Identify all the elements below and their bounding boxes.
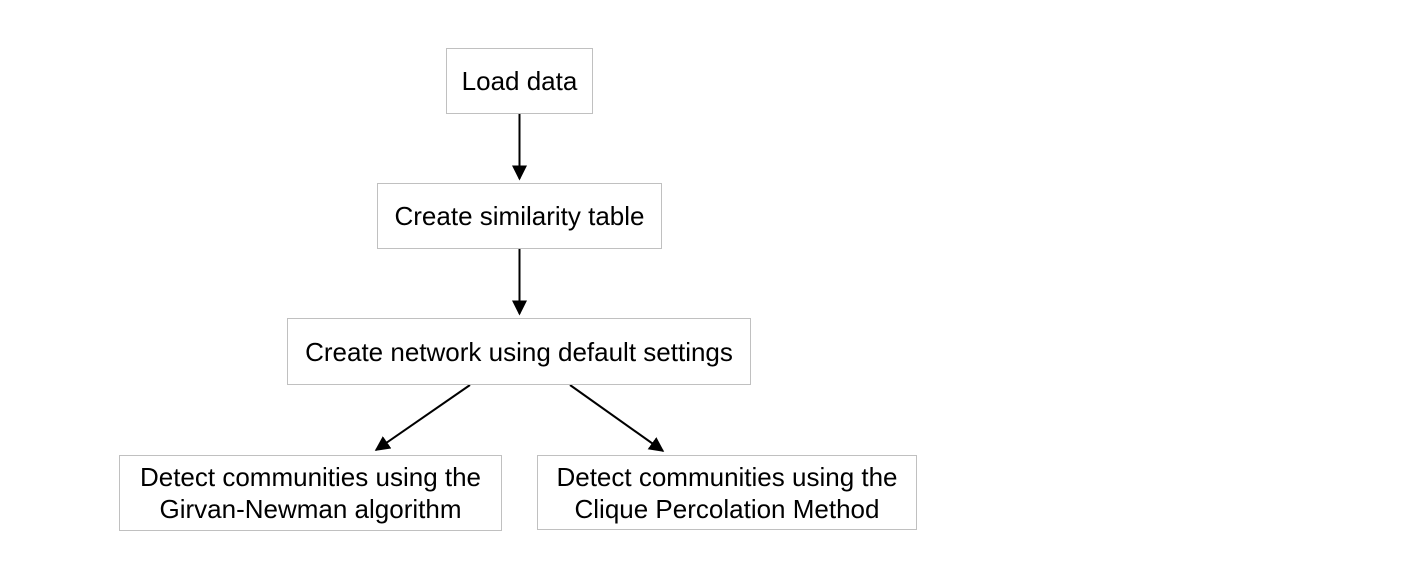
node-detect-girvan-newman: Detect communities using the Girvan-Newm…	[119, 455, 502, 531]
node-detect-clique-percolation: Detect communities using the Clique Perc…	[537, 455, 917, 530]
arrow-network-to-girvan-newman	[374, 384, 471, 451]
node-create-network-label: Create network using default settings	[305, 336, 733, 367]
node-load-data-label: Load data	[461, 66, 578, 96]
arrow-network-to-clique-percolation	[569, 384, 665, 452]
node-create-network: Create network using default settings	[287, 318, 751, 385]
node-load-data: Load data	[446, 48, 593, 114]
node-detect-clique-percolation-label: Detect communities using the Clique Perc…	[556, 461, 898, 524]
node-create-similarity-table: Create similarity table	[377, 183, 662, 249]
node-detect-girvan-newman-label: Detect communities using the Girvan-Newm…	[139, 462, 482, 524]
node-create-similarity-table-label: Create similarity table	[394, 201, 645, 231]
